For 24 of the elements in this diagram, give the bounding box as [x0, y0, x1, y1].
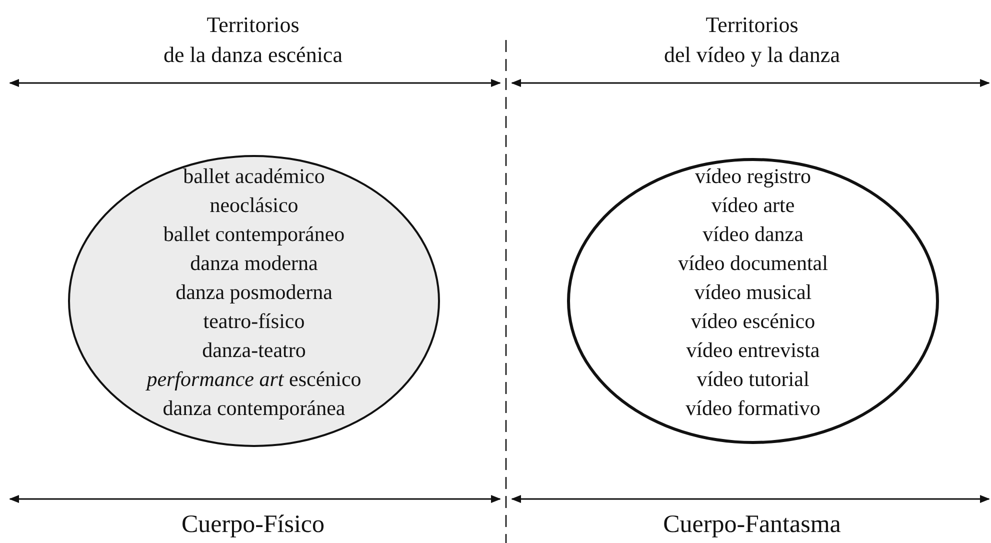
genre-text: vídeo formativo	[686, 394, 820, 422]
heading-text: Cuerpo-Fantasma	[663, 512, 841, 537]
genre-text: performance art escénico	[146, 366, 362, 392]
heading-text: Territorios	[706, 14, 798, 36]
genre-text: neoclásico	[210, 192, 298, 218]
heading-text: de la danza escénica	[164, 44, 342, 66]
genre-text: danza contemporánea	[162, 394, 346, 422]
genre-text: vídeo entrevista	[686, 336, 820, 364]
genre-text: ballet académico	[183, 162, 325, 190]
genre-text: vídeo documental	[678, 250, 828, 276]
genre-text: vídeo escénico	[690, 308, 816, 334]
heading-text: Cuerpo-Físico	[181, 512, 325, 537]
genre-text: vídeo registro	[694, 162, 812, 190]
genre-text: danza posmoderna	[176, 278, 332, 306]
genre-text: danza-teatro	[202, 336, 306, 364]
genre-text: danza moderna	[190, 250, 318, 276]
heading-text: Territorios	[206, 14, 300, 36]
genre-text: ballet contemporáneo	[163, 220, 345, 248]
genre-text: teatro-físico	[203, 308, 305, 334]
genre-text: vídeo musical	[694, 278, 812, 306]
genre-text: vídeo tutorial	[696, 366, 810, 392]
genre-text: vídeo arte	[711, 192, 795, 218]
heading-text: del vídeo y la danza	[664, 44, 840, 66]
genre-text: vídeo danza	[702, 220, 804, 248]
